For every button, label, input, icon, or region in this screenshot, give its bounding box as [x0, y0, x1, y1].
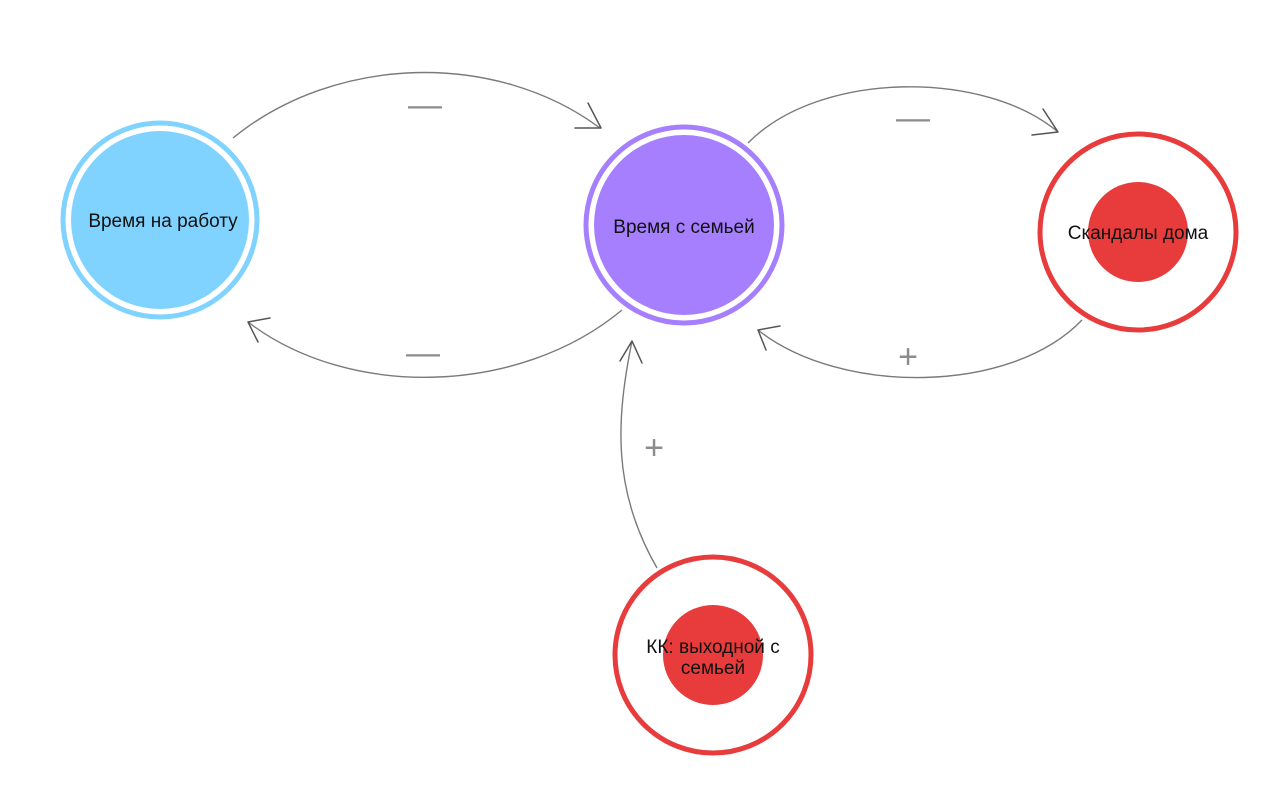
link-path	[247, 309, 623, 378]
node-core	[663, 605, 763, 705]
arrowhead-icon	[619, 340, 643, 364]
node-fill	[71, 131, 249, 309]
link-polarity: —	[408, 86, 442, 124]
link-polarity: —	[406, 334, 440, 372]
link-weekend-to-family[interactable]: +	[619, 340, 664, 569]
node-label: Время на работу	[88, 211, 238, 232]
node-outer-ring	[583, 124, 785, 326]
link-polarity: +	[898, 338, 918, 376]
node-scandals[interactable]: Скандалы дома	[1037, 131, 1239, 333]
links: — — — + +	[232, 71, 1083, 569]
arrowhead-icon	[247, 317, 271, 343]
node-label: Время с семьей	[613, 217, 754, 238]
link-family-to-scandals[interactable]: —	[747, 86, 1059, 144]
node-core	[1088, 182, 1188, 282]
node-weekend[interactable]: КК: выходной с семьей	[612, 554, 814, 756]
arrowhead-icon	[574, 102, 602, 129]
arrowhead-icon	[1031, 108, 1059, 136]
node-label: КК: выходной с	[646, 637, 779, 658]
node-work[interactable]: Время на работу	[60, 120, 260, 320]
arrowhead-icon	[757, 325, 781, 351]
link-path	[232, 71, 601, 139]
link-path	[747, 86, 1059, 144]
node-family[interactable]: Время с семьей	[583, 124, 785, 326]
link-path	[620, 340, 658, 569]
link-path	[757, 319, 1083, 379]
link-polarity: +	[644, 429, 664, 467]
link-work-to-family[interactable]: —	[232, 71, 602, 139]
node-fill	[594, 135, 774, 315]
node-label: семьей	[681, 658, 745, 679]
link-family-to-work[interactable]: —	[247, 309, 623, 378]
node-outer-ring	[60, 120, 260, 320]
link-polarity: —	[896, 99, 930, 137]
link-scandals-to-family[interactable]: +	[757, 319, 1083, 379]
node-label: Скандалы дома	[1068, 223, 1209, 244]
nodes: Время на работу Время с семьей Скандалы …	[60, 120, 1239, 756]
